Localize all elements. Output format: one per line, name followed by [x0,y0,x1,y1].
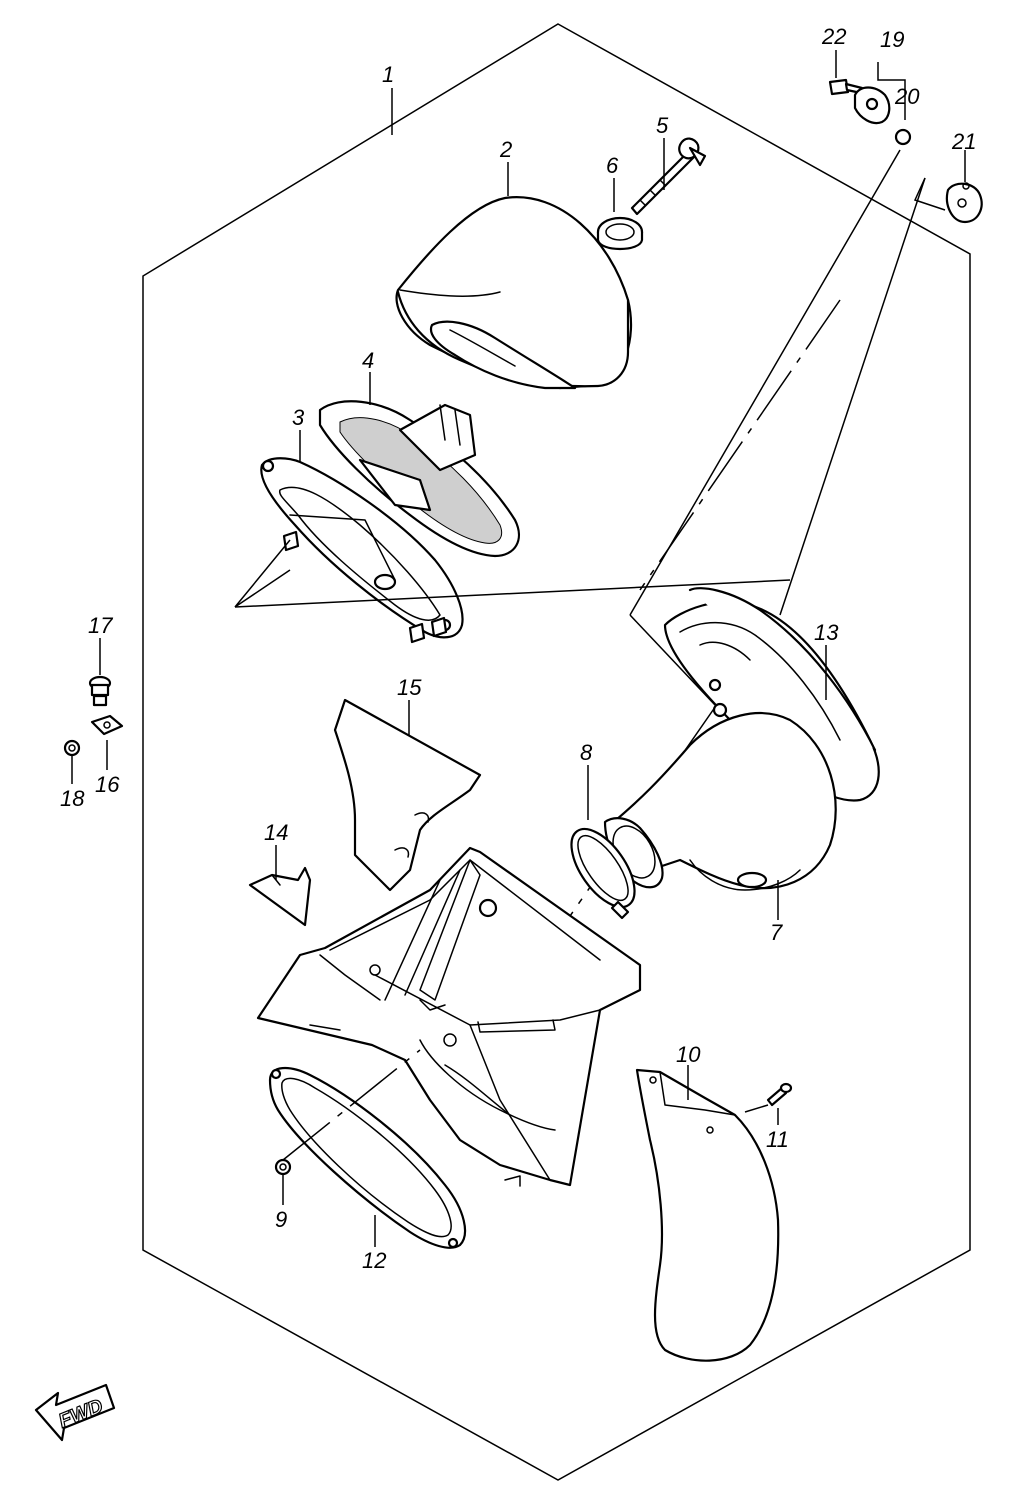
part-15-cover[interactable] [333,698,482,892]
part-2-filter-element[interactable] [395,196,633,390]
callout-21: 21 [951,129,976,154]
part-3-filter-frame[interactable] [260,457,464,644]
callout-12: 12 [362,1248,386,1273]
air-box-body[interactable] [256,846,642,1187]
part-4-filter-cage[interactable] [318,400,521,558]
callout-5: 5 [656,113,669,138]
callout-22: 22 [821,24,846,49]
fwd-arrow-icon [34,1383,116,1442]
callout-17: 17 [88,613,113,638]
callout-2: 2 [499,137,512,162]
callout-10: 10 [676,1042,701,1067]
part-7-intake-duct[interactable] [603,712,837,891]
callout-7: 7 [770,920,783,945]
part-21-plate[interactable] [945,182,983,224]
callout-20: 20 [894,84,920,109]
part-14-bracket[interactable] [248,866,312,927]
part-12-gasket[interactable] [268,1067,467,1249]
fwd-arrow-indicator: FWD [34,1383,116,1442]
part-19-bracket[interactable] [853,86,891,125]
part-17-bolt[interactable] [88,675,112,707]
part-8-clamp[interactable] [559,819,647,920]
part-13-duct-flange[interactable] [663,587,880,802]
part-11-screw[interactable] [766,1082,793,1107]
callout-19: 19 [880,27,904,52]
callout-4: 4 [362,348,374,373]
callout-16: 16 [95,772,120,797]
assembly-boundary [142,23,971,1481]
callout-9: 9 [275,1207,287,1232]
callout-14: 14 [264,820,288,845]
part-6-collar[interactable] [596,216,644,250]
callout-11: 11 [766,1127,789,1152]
callout-15: 15 [397,675,422,700]
callout-13: 13 [814,620,839,645]
callout-18: 18 [60,786,85,811]
callout-3: 3 [292,405,305,430]
part-9-nut[interactable] [274,1158,292,1176]
part-18-nut[interactable] [63,739,81,757]
callout-1: 1 [382,62,394,87]
callout-8: 8 [580,740,593,765]
part-10-guard[interactable] [635,1068,780,1362]
part-5-wing-bolt[interactable] [630,137,707,216]
part-20-grommet[interactable] [894,128,912,146]
part-16-clip-nut[interactable] [90,714,124,736]
callout-6: 6 [606,153,619,178]
